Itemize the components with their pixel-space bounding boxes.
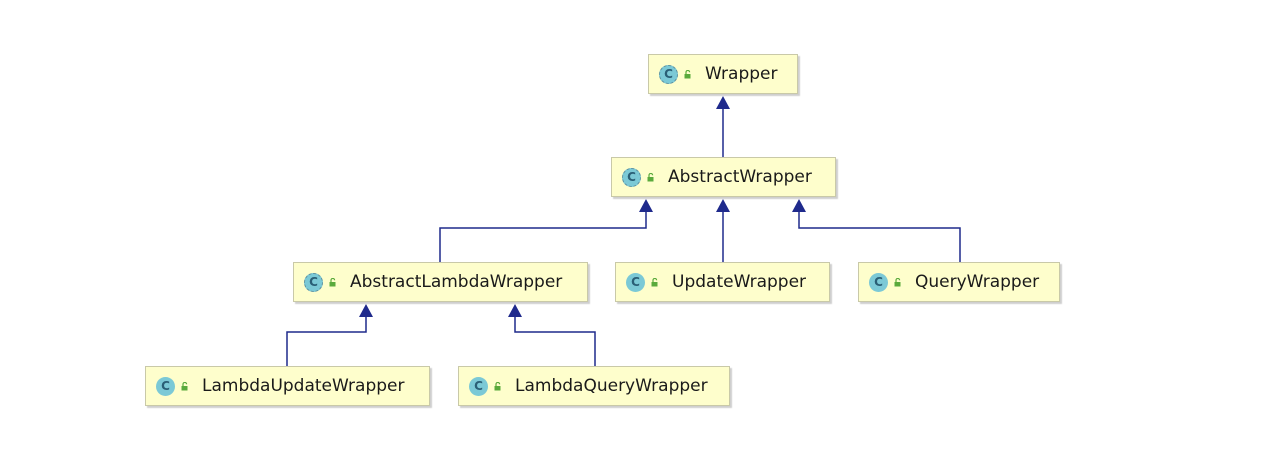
class-node-wrapper[interactable]: C Wrapper [648, 54, 798, 94]
class-icon: C [626, 272, 645, 292]
abstract-class-icon: C [622, 167, 641, 187]
class-node-update-wrapper[interactable]: C UpdateWrapper [615, 262, 830, 302]
public-lock-icon [647, 172, 654, 181]
public-lock-icon [684, 69, 691, 78]
class-node-label: AbstractLambdaWrapper [350, 272, 563, 292]
class-node-label: LambdaUpdateWrapper [202, 376, 405, 396]
class-icon: C [469, 376, 488, 396]
class-node-label: UpdateWrapper [672, 272, 807, 292]
class-node-lambda-query-wrapper[interactable]: C LambdaQueryWrapper [458, 366, 730, 406]
class-node-query-wrapper[interactable]: C QueryWrapper [858, 262, 1060, 302]
class-node-label: QueryWrapper [915, 272, 1040, 292]
abstract-class-icon: C [659, 64, 678, 84]
public-lock-icon [894, 277, 901, 286]
inheritance-arrowhead [508, 304, 522, 317]
class-node-label: LambdaQueryWrapper [515, 376, 708, 396]
inheritance-edge-query-wrapper-to-abstract-wrapper [798, 212, 961, 262]
class-node-label: AbstractWrapper [668, 167, 812, 187]
public-lock-icon [494, 381, 501, 390]
inheritance-arrowhead [716, 96, 730, 109]
abstract-class-icon: C [304, 272, 323, 292]
inheritance-edge-lambda-update-wrapper-to-abstract-lambda-wrapper [286, 317, 367, 366]
class-node-lambda-update-wrapper[interactable]: C LambdaUpdateWrapper [145, 366, 430, 406]
class-node-abstract-wrapper[interactable]: C AbstractWrapper [611, 157, 836, 197]
inheritance-arrowhead [716, 199, 730, 212]
class-node-abstract-lambda-wrapper[interactable]: C AbstractLambdaWrapper [293, 262, 588, 302]
public-lock-icon [181, 381, 188, 390]
public-lock-icon [329, 277, 336, 286]
inheritance-arrowhead [792, 199, 806, 212]
inheritance-arrowhead [359, 304, 373, 317]
class-icon: C [156, 376, 175, 396]
class-node-label: Wrapper [705, 64, 778, 84]
inheritance-edge-lambda-query-wrapper-to-abstract-lambda-wrapper [514, 317, 596, 366]
public-lock-icon [651, 277, 658, 286]
inheritance-arrowhead [639, 199, 653, 212]
inheritance-edge-abstract-lambda-wrapper-to-abstract-wrapper [439, 212, 647, 262]
class-icon: C [869, 272, 888, 292]
